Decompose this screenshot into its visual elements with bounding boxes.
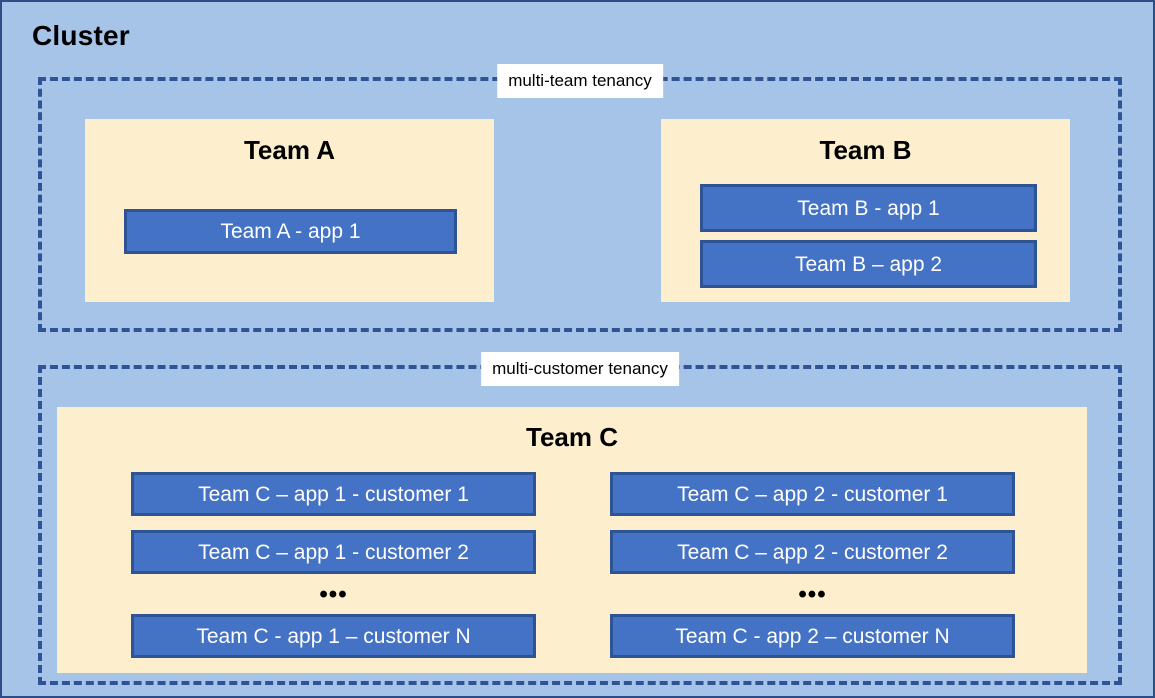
multi-customer-tenancy-group: multi-customer tenancy xyxy=(38,352,1122,685)
app-box-team-c-app-1-customer-1[interactable]: Team C – app 1 - customer 1 xyxy=(131,472,536,516)
team-a-panel: Team A Team A - app 1 xyxy=(85,119,494,302)
team-c-panel: Team C Team C – app 1 - customer 1 Team … xyxy=(57,407,1087,673)
app-box-team-c-app-1-customer-2[interactable]: Team C – app 1 - customer 2 xyxy=(131,530,536,574)
team-a-title: Team A xyxy=(243,135,336,165)
app-box-team-c-app-2-customer-1[interactable]: Team C – app 2 - customer 1 xyxy=(610,472,1015,516)
app-box-team-b-app-2[interactable]: Team B – app 2 xyxy=(700,240,1037,288)
app-box-team-b-app-1[interactable]: Team B - app 1 xyxy=(700,184,1037,232)
app-box-team-c-app-2-customer-2[interactable]: Team C – app 2 - customer 2 xyxy=(610,530,1015,574)
app-box-team-c-app-2-customer-n[interactable]: Team C - app 2 – customer N xyxy=(610,614,1015,658)
app-box-team-c-app-1-customer-n[interactable]: Team C - app 1 – customer N xyxy=(131,614,536,658)
multi-customer-tenancy-label: multi-customer tenancy xyxy=(481,352,679,386)
app-box-team-a-app-1[interactable]: Team A - app 1 xyxy=(124,209,457,254)
cluster-title: Cluster xyxy=(32,20,130,51)
multi-team-tenancy-label: multi-team tenancy xyxy=(497,64,663,98)
ellipsis-team-c-app-1: ••• xyxy=(319,581,348,608)
ellipsis-team-c-app-2: ••• xyxy=(798,581,827,608)
multi-team-tenancy-group: multi-team tenancy xyxy=(38,64,1122,332)
team-c-title: Team C xyxy=(526,422,618,452)
team-b-panel: Team B Team B - app 1 Team B – app 2 xyxy=(661,119,1070,302)
team-b-title: Team B xyxy=(819,135,912,165)
